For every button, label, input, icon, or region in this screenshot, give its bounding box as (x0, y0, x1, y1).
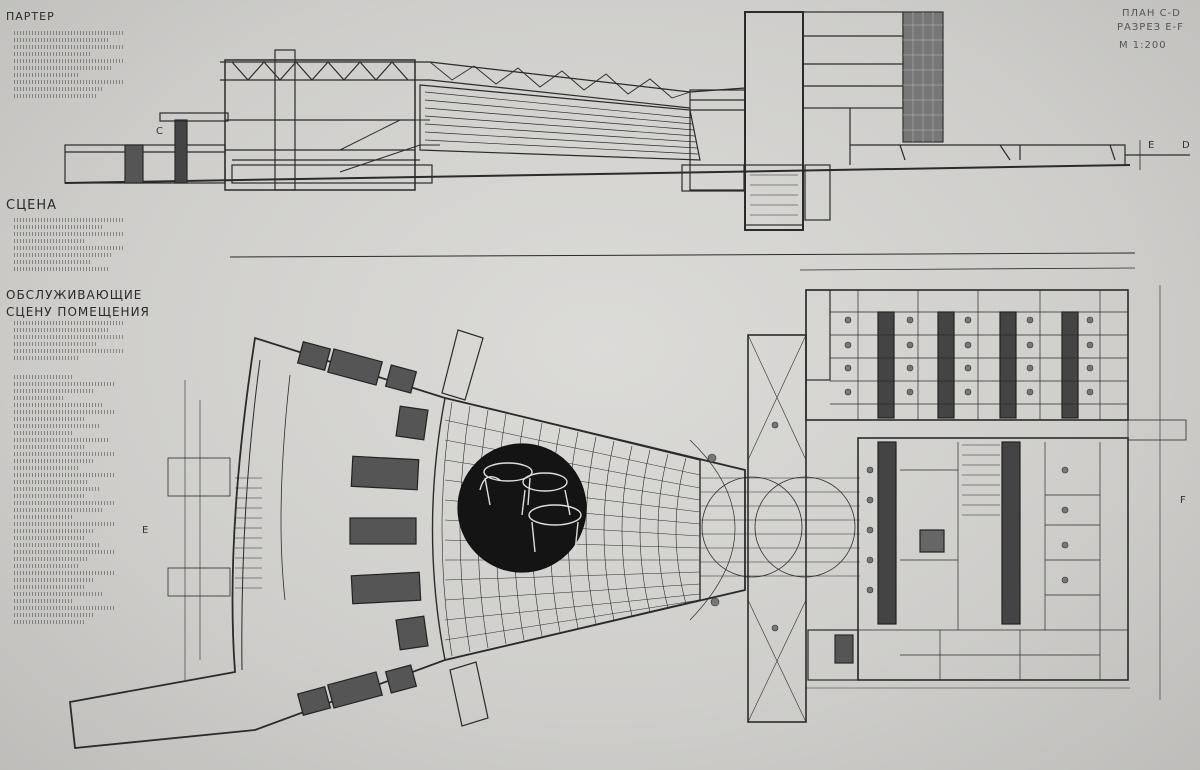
service-heading-1: ОБСЛУЖИВАЮЩИЕ (6, 288, 143, 302)
section-mark-f: F (1180, 495, 1186, 506)
section-mark-e-top: Е (1148, 140, 1155, 151)
parter-heading: ПАРТЕР (6, 10, 55, 23)
section-mark-e-plan: Е (142, 525, 149, 536)
parter-legend (14, 28, 124, 101)
plan-label: ПЛАН С-D (1122, 8, 1181, 19)
service-heading-2: СЦЕНУ ПОМЕЩЕНИЯ (6, 305, 150, 319)
inset-photo-circle (457, 443, 587, 573)
service-legend (14, 318, 124, 363)
scale-label: М 1:200 (1119, 40, 1167, 51)
scena-heading: СЦЕНА (6, 198, 58, 213)
section-mark-c: С (156, 126, 163, 137)
rooms-legend (14, 372, 114, 627)
longitudinal-section (64, 11, 1190, 231)
floor-plan (69, 285, 1187, 749)
scena-legend (14, 215, 124, 274)
section-mark-d: D (1182, 140, 1190, 151)
section-label: РАЗРЕЗ Е-F (1117, 22, 1184, 33)
